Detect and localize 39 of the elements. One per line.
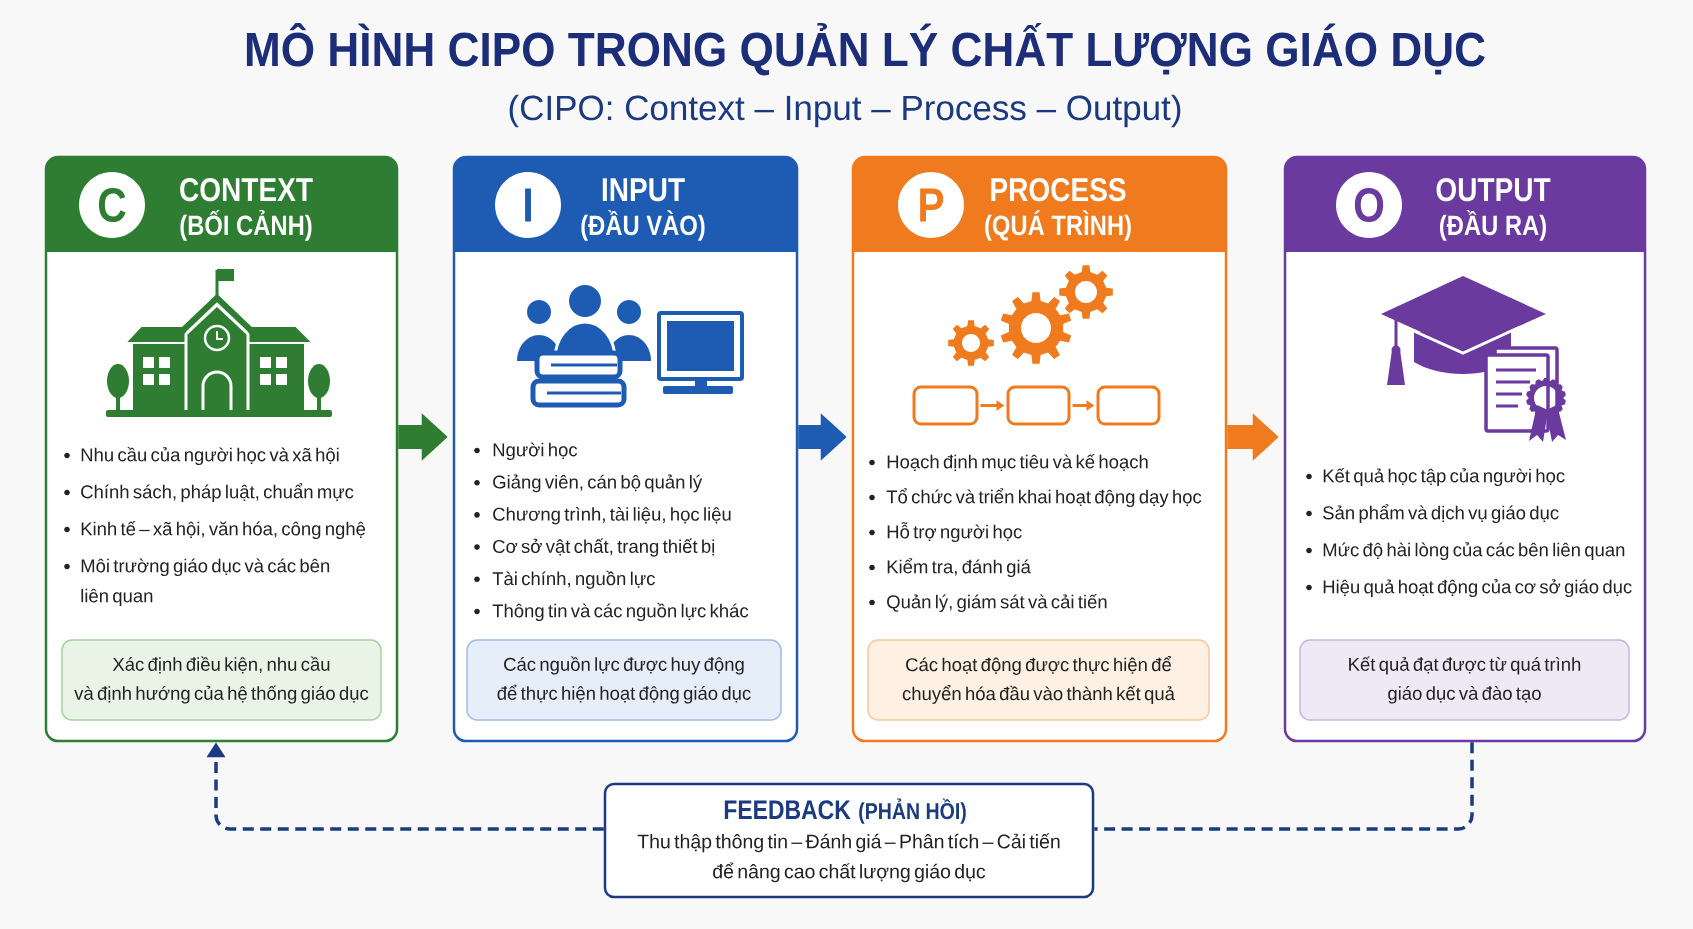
flow-box [1096,385,1161,426]
card-title: PROCESS [991,177,1126,202]
card-title: INPUT [602,178,685,202]
list-item: Quản lý, giám sát và cải tiến [887,594,1107,613]
list-item: Chương trình, tài liệu, học liệu [493,507,731,525]
list-item: Mức độ hài lòng của các bên liên quan [1323,542,1625,561]
list-item: Tổ chức và triển khai hoạt động dạy học [886,488,1202,508]
list-item: Hỗ trợ người học [887,522,1022,543]
summary-box: Xác định điều kiện, nhu cầu và định hướng của hệ thống giáo dục [61,639,382,721]
feedback-title: FEEDBACK [724,800,851,820]
card-subtitle: (ĐẦU VÀO) [581,209,705,241]
list-item: Kinh tế – xã hội, văn hóa, công nghệ [81,521,366,540]
list-item: Thông tin và các nguồn lực khác [492,603,749,622]
flow-box [912,385,979,426]
card-title: CONTEXT [180,177,313,202]
feedback-text: Thu thập thông tin – Đánh giá – Phân tích – Cải tiến để nâng cao chất lượng giáo dục [637,833,1060,883]
list-item: Người học [493,442,578,461]
card-title: OUTPUT [1436,177,1551,202]
list-item: Môi trường giáo dục và các bên liên quan [81,558,330,607]
list-item: Tài chính, nguồn lực [492,570,655,589]
feedback-subtitle: (PHẢN HỒI) [859,798,966,824]
summary-box: Các nguồn lực được huy động để thực hiện hoạt động giáo dục [466,639,782,721]
card-subtitle: (ĐẦU RA) [1440,209,1546,241]
list-item: Cơ sở vật chất, trang thiết bị [493,538,715,557]
list-item: Hiệu quả hoạt động của cơ sở giáo dục [1323,579,1632,598]
list-item: Kết quả học tập của người học [1323,468,1565,487]
flow-box [1006,385,1071,426]
list-item: Sản phẩm và dịch vụ giáo dục [1323,504,1559,524]
summary-box: Kết quả đạt được từ quá trình giáo dục và đào tạo [1299,639,1630,721]
list-item: Kiểm tra, đánh giá [887,558,1031,578]
title: MÔ HÌNH CIPO TRONG QUẢN LÝ CHẤT LƯỢNG GIÁO DỤC [246,23,1485,76]
card-subtitle: (BỐI CẢNH) [180,209,312,241]
subtitle: (CIPO: Context – Input – Process – Output) [509,94,1181,128]
list-item: Hoạch định mục tiêu và kế hoạch [887,454,1148,471]
summary-box: Các hoạt động được thực hiện để chuyển hóa đầu vào thành kết quả [867,639,1210,721]
card-subtitle: (QUÁ TRÌNH) [985,210,1131,241]
list-item: Chính sách, pháp luật, chuẩn mực [81,483,354,503]
list-item: Giảng viên, cán bộ quản lý [493,474,703,493]
list-item: Nhu cầu của người học và xã hội [81,447,339,466]
